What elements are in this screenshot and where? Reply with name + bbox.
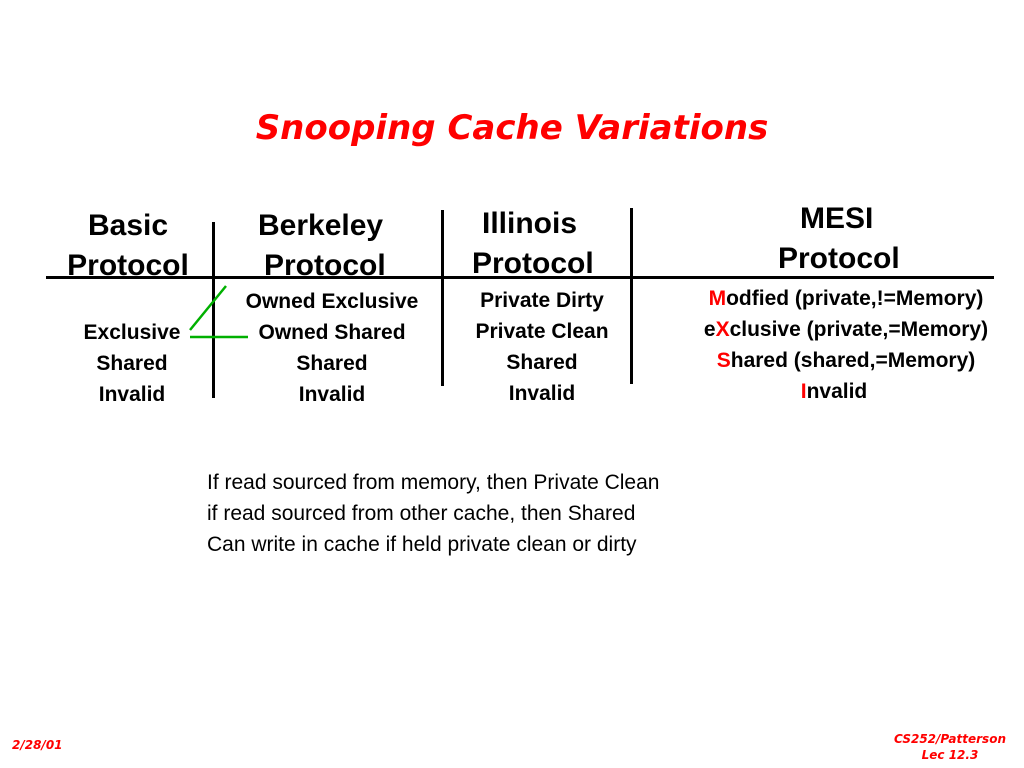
mesi-heading-line-2: Protocol <box>778 242 900 275</box>
illinois-protocol-heading: Illinois Protocol <box>468 204 618 284</box>
berkeley-heading-line-1: Berkeley <box>258 209 384 242</box>
mesi-key-letter: M <box>708 287 727 310</box>
basic-state: Shared <box>96 352 168 375</box>
berkeley-protocol-heading: Berkeley Protocol <box>250 206 405 286</box>
berkeley-state: Owned Exclusive <box>245 290 419 313</box>
basic-heading-line-1: Basic <box>87 209 169 242</box>
mesi-states: Modfied (private,!=Memory) eXclusive (pr… <box>664 283 1024 407</box>
illinois-note: If read sourced from memory, then Privat… <box>207 467 659 560</box>
berkeley-state: Invalid <box>298 383 366 406</box>
illinois-state: Private Dirty <box>480 289 604 312</box>
basic-states: Exclusive Shared Invalid <box>62 317 202 410</box>
berkeley-states: Owned Exclusive Owned Shared Shared Inva… <box>226 286 438 410</box>
header-rule <box>46 276 994 279</box>
mesi-state-invalid: Invalid <box>800 380 868 403</box>
mesi-key-letter: S <box>716 349 731 372</box>
column-divider-2 <box>441 210 444 386</box>
footer-date: 2/28/01 <box>12 738 63 752</box>
basic-heading-line-2: Protocol <box>67 249 189 282</box>
slide-title: Snooping Cache Variations <box>255 108 769 148</box>
note-line: Can write in cache if held private clean… <box>207 533 637 556</box>
mesi-key-letter: I <box>800 380 807 403</box>
berkeley-state: Owned Shared <box>258 321 406 344</box>
column-divider-1 <box>212 222 215 398</box>
column-divider-3 <box>630 208 633 384</box>
berkeley-state: Shared <box>296 352 368 375</box>
illinois-heading-line-1: Illinois <box>482 207 578 240</box>
illinois-heading-line-2: Protocol <box>472 247 594 280</box>
berkeley-heading-line-2: Protocol <box>264 249 386 282</box>
note-line: If read sourced from memory, then Privat… <box>207 471 660 494</box>
mesi-key-letter: X <box>715 318 730 341</box>
mesi-state-shared: Shared (shared,=Memory) <box>716 349 976 372</box>
mesi-state-modified: Modfied (private,!=Memory) <box>708 287 984 310</box>
basic-state: Invalid <box>98 383 166 406</box>
mesi-heading-line-1: MESI <box>800 202 874 235</box>
footer-course-info: CS252/Patterson Lec 12.3 <box>894 731 1006 763</box>
basic-protocol-heading: Basic Protocol <box>62 206 194 286</box>
illinois-states: Private Dirty Private Clean Shared Inval… <box>456 285 628 409</box>
mesi-protocol-heading: MESI Protocol <box>760 199 930 279</box>
basic-state: Exclusive <box>83 321 181 344</box>
illinois-state: Shared <box>506 351 578 374</box>
mesi-state-exclusive: eXclusive (private,=Memory) <box>703 318 989 341</box>
illinois-state: Invalid <box>508 382 576 405</box>
footer-course: CS252/Patterson <box>893 732 1006 746</box>
footer-lecture: Lec 12.3 <box>921 748 979 762</box>
illinois-state: Private Clean <box>475 320 609 343</box>
note-line: if read sourced from other cache, then S… <box>207 502 636 525</box>
